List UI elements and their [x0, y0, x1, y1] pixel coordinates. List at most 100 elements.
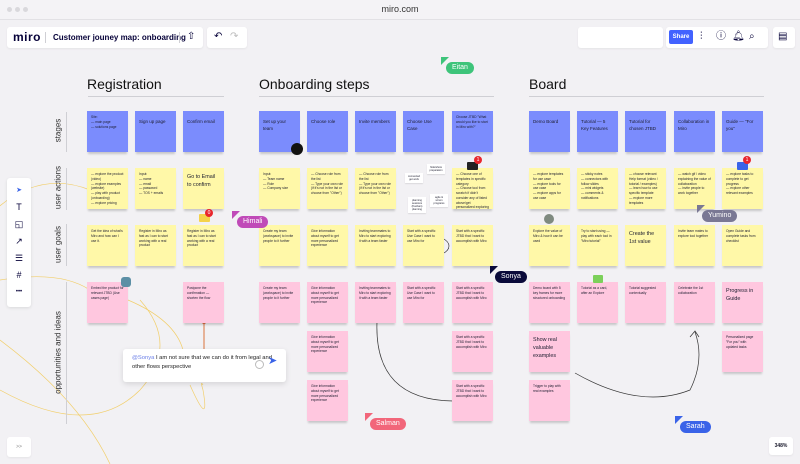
sticky-user-goal[interactable]: Try to start using — play with each tool…	[577, 225, 618, 266]
sticky-user-goal[interactable]: Explore the value of Miro & how it can b…	[529, 225, 570, 266]
sticky-opportunity[interactable]: Celebrate the 1st collaboration	[674, 282, 715, 323]
sticky-stage[interactable]: Choose JTBD "What would you like to star…	[452, 111, 493, 152]
sticky-user-action[interactable]: — explore the product (video) — explore …	[87, 168, 128, 209]
sticky-opportunity[interactable]: Tutorial as a card, after an Explore	[577, 282, 618, 323]
sticky-opportunity[interactable]: Show real valuable examples	[529, 331, 570, 372]
sticky-user-goal[interactable]: Get the idea of what's Miro and how can …	[87, 225, 128, 266]
sticky-opportunity[interactable]: Demo board with 5 key frames for more st…	[529, 282, 570, 323]
undo-icon[interactable]: ↶	[214, 31, 223, 42]
sticky-user-action[interactable]: — choose relevant Help format (video / t…	[625, 168, 666, 209]
mini-card[interactable]: hide/show preparation	[427, 164, 445, 174]
sticky-user-action[interactable]: — explore templates for use case — explo…	[529, 168, 570, 209]
sticky-opportunity[interactable]: Give information about myself to get mor…	[307, 331, 348, 372]
mini-card[interactable]: planning sessions (Kanban) planning	[408, 197, 426, 213]
upload-icon[interactable]: ⇧	[187, 31, 196, 42]
sticky-opportunity[interactable]: Inviting teammates to Miro to start expl…	[355, 282, 396, 323]
frame-icon[interactable]: #	[16, 270, 22, 280]
cursor-arrow-icon	[675, 416, 683, 424]
sticky-user-goal[interactable]: Invite team mates to explore tool togeth…	[674, 225, 715, 266]
comment-icon[interactable]	[199, 214, 210, 222]
sticky-stage[interactable]: Guide — "For you"	[722, 111, 763, 152]
sticky-stage[interactable]: Confirm email	[183, 111, 224, 152]
sticky-opportunity[interactable]: Create my team (workspace) to invite peo…	[259, 282, 300, 323]
sticky-user-goal[interactable]: Give information about myself to get mor…	[307, 225, 348, 266]
sliders-icon[interactable]: ⫶	[700, 31, 703, 42]
sticky-opportunity[interactable]: Progress in Guide	[722, 282, 763, 323]
sticky-stage[interactable]: Tutorial — 5 Key Features	[577, 111, 618, 152]
window-close-dot[interactable]	[7, 7, 12, 12]
row-label-user-goals: user goals	[53, 226, 63, 263]
zoom-level[interactable]: 348%	[769, 437, 793, 455]
sticky-stage[interactable]: Demo Board	[529, 111, 570, 152]
sticky-user-goal[interactable]: Register in Miro as fast as I can to sta…	[183, 225, 224, 266]
browser-chrome: miro.com	[0, 0, 800, 20]
bell-icon[interactable]: 🔔︎	[732, 31, 745, 42]
redo-icon[interactable]: ↷	[230, 31, 239, 42]
sticky-user-action[interactable]: — watch gif / video explaining the value…	[674, 168, 715, 209]
sticky-user-action[interactable]: Go to Email to confirm	[183, 168, 224, 209]
text-icon[interactable]: T	[16, 202, 22, 212]
emoji-icon[interactable]	[255, 360, 264, 369]
board-header: miro Customer jouney map: onboarding ⇧	[7, 27, 203, 48]
window-minimize-dot[interactable]	[15, 7, 20, 12]
sticky-stage[interactable]: Choose Use Case	[403, 111, 444, 152]
sticky-opportunity[interactable]: Tutorial suggested contextually	[625, 282, 666, 323]
share-button[interactable]: Share	[669, 30, 693, 44]
notes-icon[interactable]: ▤	[778, 31, 788, 42]
comment-input-box[interactable]: @Sonya I am not sure that we can do it f…	[123, 349, 286, 382]
miro-logo[interactable]: miro	[13, 30, 42, 44]
comment-icon[interactable]: ☰	[14, 253, 24, 263]
yellow-curve-4	[0, 299, 161, 416]
sticky-stage[interactable]: Site: — main page — solutions page	[87, 111, 128, 152]
sticky-note-icon[interactable]: ◱	[14, 219, 24, 229]
sticky-user-action[interactable]: Input: — name — email — password — TOS +…	[135, 168, 176, 209]
window-maximize-dot[interactable]	[23, 7, 28, 12]
sticky-opportunity[interactable]: Give information about myself to get mor…	[307, 282, 348, 323]
mini-card[interactable]: agile & scrum programs	[430, 194, 448, 207]
comment-icon[interactable]	[467, 162, 478, 170]
sticky-opportunity[interactable]: Start with a specific JTBD that I want t…	[452, 331, 493, 372]
cursor-label-yumino: Yumino	[702, 210, 738, 222]
sticky-user-action[interactable]: — sticky notes — connectors with follow …	[577, 168, 618, 209]
collapse-button[interactable]: >>	[7, 437, 31, 457]
cursor-icon[interactable]: ➤	[16, 187, 22, 194]
sticky-opportunity[interactable]: Embed the product for relevant JTBD (Use…	[87, 282, 128, 323]
arrow-line-icon[interactable]: ↗	[15, 236, 23, 246]
sticky-opportunity[interactable]: Start with a specific JTBD that I want t…	[452, 380, 493, 421]
sticky-opportunity[interactable]: Postpone the confirmation — shorten the …	[183, 282, 224, 323]
sticky-user-action[interactable]: — Choose role from the list — Type your …	[307, 168, 348, 209]
undo-redo-panel: ↶ ↷	[207, 27, 247, 48]
sticky-stage[interactable]: Collaboration in Miro	[674, 111, 715, 152]
mini-card[interactable]: connected get work	[405, 173, 423, 183]
board-title[interactable]: Customer jouney map: onboarding	[53, 33, 186, 42]
comment-icon[interactable]	[737, 162, 748, 170]
comment-icon[interactable]	[593, 275, 603, 283]
sticky-opportunity[interactable]: Personalized page "For you" with updated…	[722, 331, 763, 372]
more-icon[interactable]: •••	[15, 289, 23, 295]
sticky-user-goal[interactable]: Open Guide and complete tasks from check…	[722, 225, 763, 266]
sticky-user-action[interactable]: Input: — Team name — Role — Company size	[259, 168, 300, 209]
sticky-opportunity[interactable]: Start with a specific JTBD that I want t…	[452, 282, 493, 323]
notification-badge: 1	[743, 156, 751, 164]
sticky-opportunity[interactable]: Give information about myself to get mor…	[307, 380, 348, 421]
robot-emoji-icon	[121, 277, 131, 287]
sticky-user-goal[interactable]: Register in Miro as fast as I can to sta…	[135, 225, 176, 266]
sticky-stage[interactable]: Invite members	[355, 111, 396, 152]
sticky-user-goal[interactable]: Create my team (workspace) to invite peo…	[259, 225, 300, 266]
sticky-user-action[interactable]: — explore tasks to complete to get progr…	[722, 168, 763, 209]
sticky-user-action[interactable]: — Choose one of templates in specific ca…	[452, 168, 493, 209]
cursor-arrow-icon	[441, 57, 449, 65]
sticky-user-goal[interactable]: Inviting teammates to Miro to start expl…	[355, 225, 396, 266]
sticky-opportunity[interactable]: Start with a specific Use Case I want to…	[403, 282, 444, 323]
help-icon[interactable]: ⓘ	[716, 31, 726, 42]
search-icon[interactable]: ⌕	[749, 31, 755, 42]
send-icon[interactable]: ➤	[268, 355, 278, 367]
sticky-stage[interactable]: Sign up page	[135, 111, 176, 152]
sticky-opportunity[interactable]: Trigger to play with real examples	[529, 380, 570, 421]
sticky-user-goal[interactable]: Start with a specific Use Case I want to…	[403, 225, 444, 266]
sticky-stage[interactable]: Choose role	[307, 111, 348, 152]
sticky-stage[interactable]: Tutorial for chosen JTBD	[625, 111, 666, 152]
sticky-user-goal[interactable]: Create the 1st value	[625, 225, 666, 266]
sticky-user-action[interactable]: — Choose role from the list — Type your …	[355, 168, 396, 209]
sticky-user-goal[interactable]: Start with a specific JTBD that I want t…	[452, 225, 493, 266]
